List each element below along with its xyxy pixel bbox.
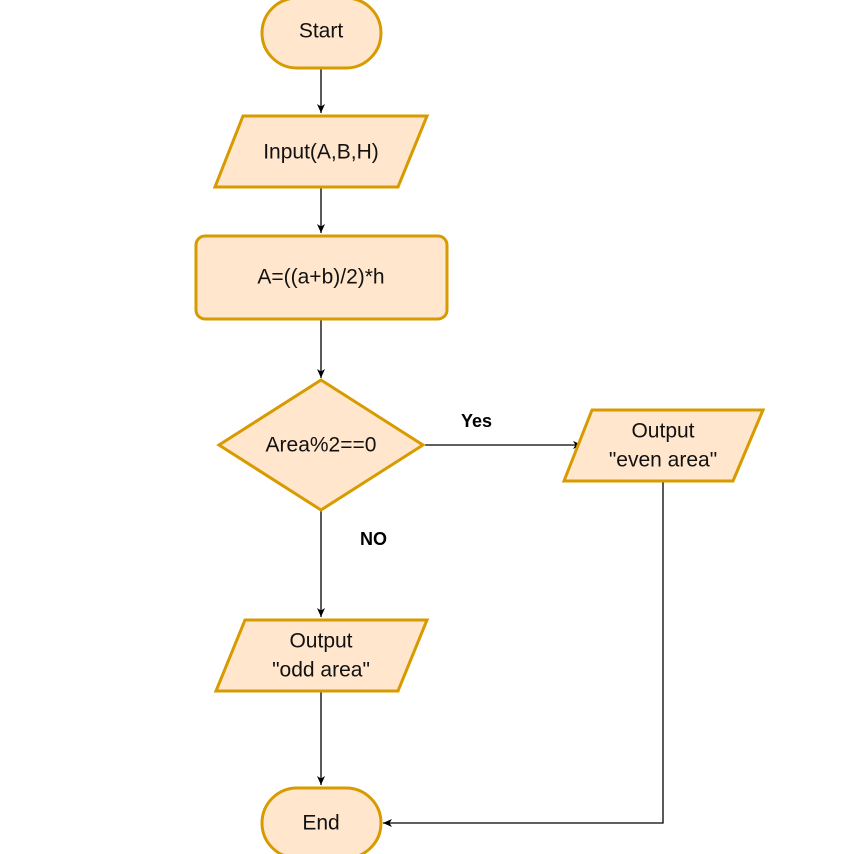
- output-even-node[interactable]: Output "even area": [561, 408, 766, 483]
- decision-label: Area%2==0: [266, 434, 377, 457]
- output-odd-parallelogram-shape: [213, 618, 430, 693]
- output-odd-line1: Output: [289, 630, 352, 653]
- no-label: NO: [360, 529, 387, 549]
- process-rectangle-shape: [194, 234, 449, 321]
- edge-even-to-end: [383, 482, 664, 827]
- end-node[interactable]: End: [260, 786, 383, 854]
- end-terminator-shape: [260, 786, 383, 854]
- start-terminator-shape: [260, 0, 383, 70]
- start-node[interactable]: Start: [260, 0, 383, 70]
- start-label: Start: [299, 20, 344, 43]
- output-even-parallelogram-shape: [561, 408, 766, 483]
- input-label: Input(A,B,H): [263, 141, 379, 164]
- input-parallelogram-shape: [212, 114, 430, 189]
- output-odd-line2: "odd area": [272, 659, 370, 682]
- yes-label: Yes: [461, 411, 492, 431]
- output-even-line2: "even area": [609, 449, 717, 472]
- decision-node[interactable]: Area%2==0: [216, 378, 426, 512]
- output-even-line1: Output: [631, 420, 694, 443]
- process-label: A=((a+b)/2)*h: [257, 266, 384, 289]
- output-odd-node[interactable]: Output "odd area": [213, 618, 430, 693]
- decision-diamond-shape: [216, 378, 426, 512]
- input-node[interactable]: Input(A,B,H): [212, 114, 430, 189]
- process-node[interactable]: A=((a+b)/2)*h: [194, 234, 449, 321]
- end-label: End: [302, 812, 339, 835]
